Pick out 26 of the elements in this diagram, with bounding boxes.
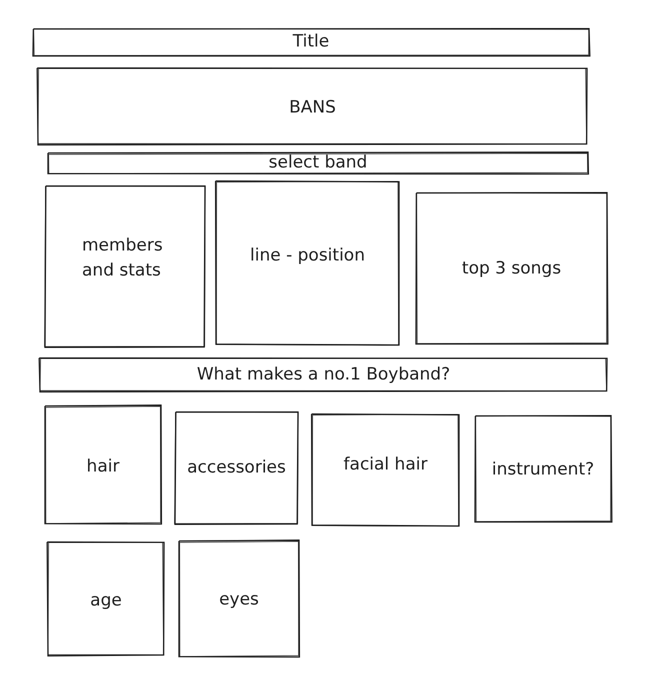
box-label: members and stats [82,234,164,282]
box-label: select band [268,152,368,175]
wireframe-box [32,28,590,57]
box-label: BANS [289,96,336,120]
wireframe-box [37,67,588,145]
box-label: age [90,590,122,613]
box-label: instrument? [492,458,594,482]
wireframe-box [311,413,460,527]
wireframe-box [44,185,206,348]
wireframe-box [47,152,589,175]
wireframe-box [474,415,612,523]
wireframe-box [39,357,608,392]
wireframe-box [47,541,165,656]
wireframe-box [215,180,400,346]
box-label: top 3 songs [462,258,562,281]
box-label: eyes [219,588,259,612]
box-label: accessories [187,456,286,480]
wireframe-box [178,540,300,658]
box-label: facial hair [344,454,428,477]
box-label: hair [86,456,120,479]
box-label: What makes a no.1 Boyband? [196,364,450,387]
box-label: line - position [250,244,365,268]
wireframe-box [44,405,162,525]
wireframe-box [415,192,608,345]
wireframe-box [174,411,299,525]
box-label: Title [292,30,330,54]
